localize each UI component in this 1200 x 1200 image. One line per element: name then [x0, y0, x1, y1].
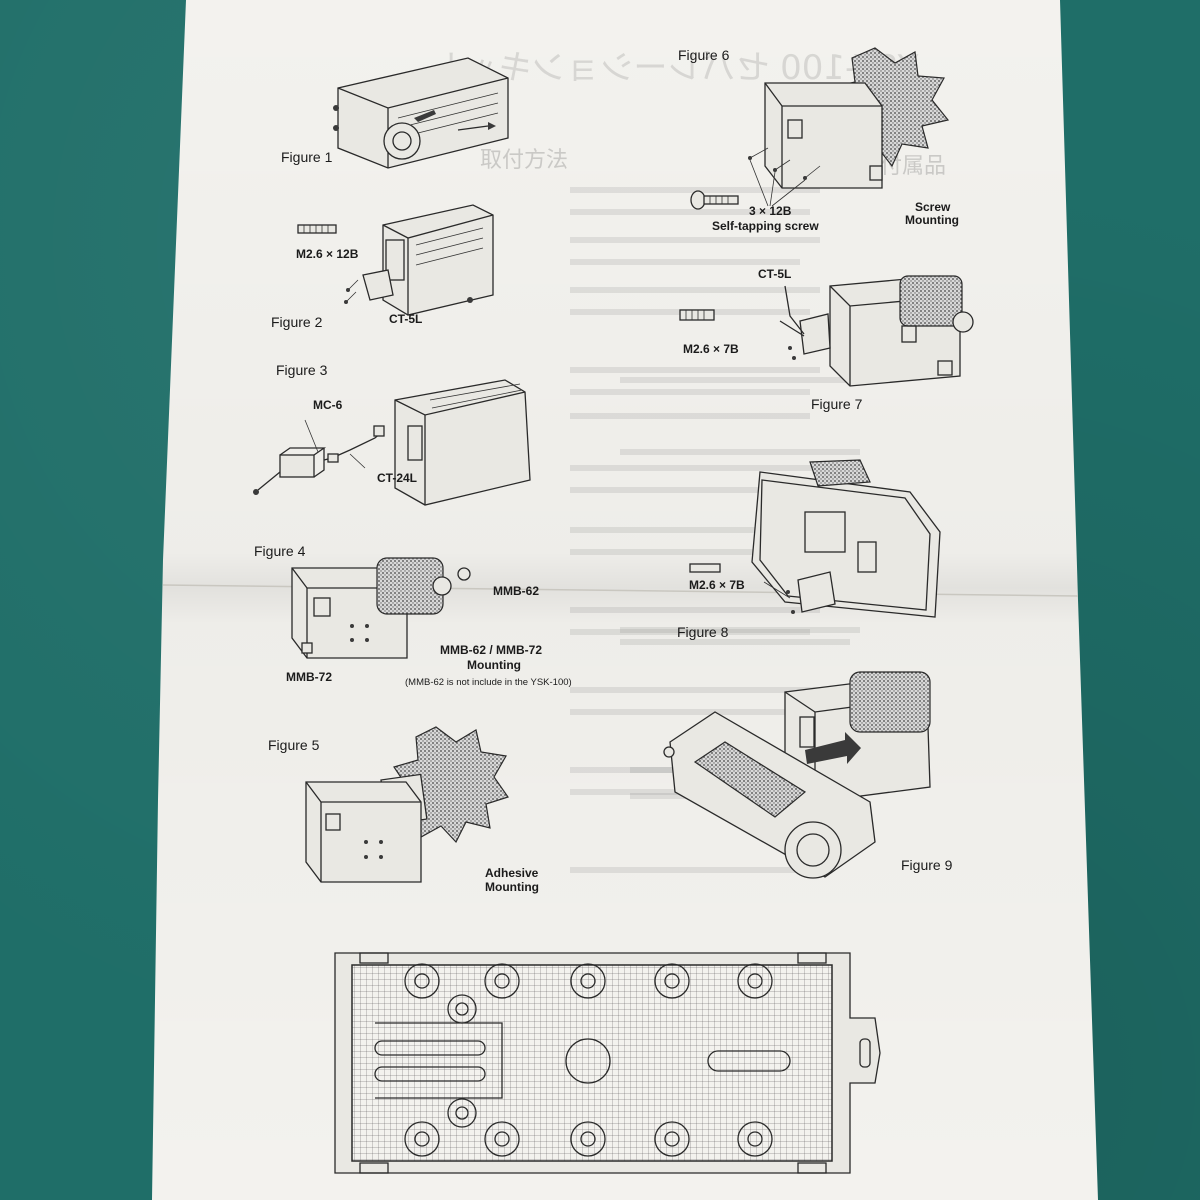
part-label-mc6: MC-6 [313, 398, 343, 412]
part-label-m26-7b-fig7: M2.6 × 7B [683, 342, 739, 356]
part-label-self-tapping-screw: Self-tapping screw [712, 219, 819, 233]
figure-7-illustration [679, 275, 974, 387]
mmb-mounting-title-line1: MMB-62 / MMB-72 [440, 643, 543, 657]
part-label-ct24l: CT-24L [377, 471, 418, 485]
figure-2-illustration [297, 204, 494, 316]
part-label-ct5l-fig7: CT-5L [758, 267, 792, 281]
bracket-template-drawing [334, 952, 881, 1174]
figure-1-caption: Figure 1 [281, 149, 333, 165]
figure-2-caption: Figure 2 [271, 314, 323, 330]
figure-9-caption: Figure 9 [901, 857, 953, 873]
part-label-m26-12b: M2.6 × 12B [296, 247, 359, 261]
figure-4-illustration [291, 557, 471, 659]
screw-mounting-line1: Screw [915, 200, 951, 214]
screw-mounting-line2: Mounting [905, 213, 959, 227]
adhesive-mounting-line2: Mounting [485, 880, 539, 894]
figure-4-caption: Figure 4 [254, 543, 306, 559]
figure-3-caption: Figure 3 [276, 362, 328, 378]
part-label-3x12b: 3 × 12B [749, 204, 792, 218]
part-label-m26-7b-fig8: M2.6 × 7B [689, 578, 745, 592]
mmb-mounting-title-line2: Mounting [467, 658, 521, 672]
part-label-ct5l: CT-5L [389, 312, 423, 326]
figure-7-caption: Figure 7 [811, 396, 863, 412]
figure-6-illustration [690, 47, 950, 210]
adhesive-mounting-line1: Adhesive [485, 866, 539, 880]
figure-8-illustration [689, 459, 941, 618]
figure-5-caption: Figure 5 [268, 737, 320, 753]
part-label-mmb72: MMB-72 [286, 670, 333, 684]
mmb-62-note: (MMB-62 is not include in the YSK-100) [405, 677, 572, 688]
figure-5-illustration [305, 726, 509, 883]
figure-1-illustration [333, 57, 509, 169]
section-howto-ghost: 取付方法 [480, 148, 569, 173]
part-label-mmb62: MMB-62 [493, 584, 540, 598]
figure-3-illustration [253, 379, 531, 506]
figure-8-caption: Figure 8 [677, 624, 729, 640]
figure-6-caption: Figure 6 [678, 47, 730, 63]
figure-9-illustration [663, 671, 931, 879]
